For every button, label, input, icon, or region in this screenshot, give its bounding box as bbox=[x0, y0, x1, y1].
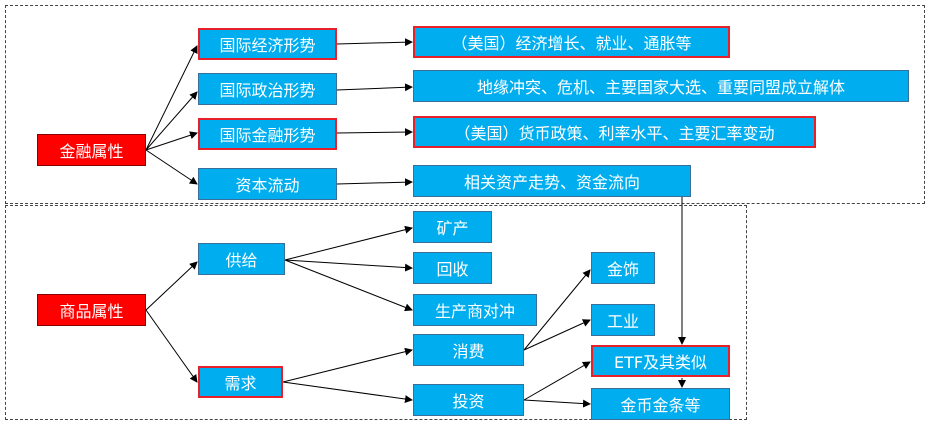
demand-item-consumption: 消费 bbox=[413, 334, 524, 366]
end-item-gold-coins-bars: 金币金条等 bbox=[591, 388, 730, 420]
supply-item-mineral: 矿产 bbox=[413, 211, 492, 243]
arrow-root-to-supply bbox=[145, 261, 198, 311]
arrow-root-to-demand bbox=[145, 309, 198, 383]
financial-attribute-root: 金融属性 bbox=[37, 134, 146, 166]
detail-finance: （美国）货币政策、利率水平、主要汇率变动 bbox=[413, 116, 816, 148]
financial-attribute-panel bbox=[5, 5, 925, 204]
arrow-finance-detail bbox=[336, 128, 413, 137]
arrow-economy-detail bbox=[336, 38, 413, 47]
demand-item-investment: 投资 bbox=[413, 384, 524, 416]
factor-international-finance: 国际金融形势 bbox=[198, 118, 337, 150]
arrow-demand-to-investment bbox=[282, 381, 413, 403]
arrow-supply-to-mineral bbox=[284, 225, 413, 261]
arrow-politics-detail bbox=[336, 83, 413, 92]
commodity-attribute-panel bbox=[5, 205, 747, 420]
arrow-root-to-capital bbox=[145, 149, 198, 185]
arrow-root-to-economy bbox=[145, 45, 198, 151]
arrow-investment-to-coins bbox=[523, 399, 591, 408]
end-item-jewelry: 金饰 bbox=[591, 252, 655, 284]
demand-node: 需求 bbox=[198, 366, 283, 398]
arrow-root-to-politics bbox=[145, 91, 198, 151]
detail-capital-flow: 相关资产走势、资金流向 bbox=[413, 165, 691, 197]
arrow-supply-to-hedge bbox=[284, 259, 413, 312]
arrow-capital-detail bbox=[336, 178, 413, 187]
end-item-etf: ETF及其类似 bbox=[591, 345, 730, 377]
factor-international-economy: 国际经济形势 bbox=[198, 28, 337, 60]
arrow-supply-to-recycle bbox=[284, 259, 413, 272]
factor-international-politics: 国际政治形势 bbox=[198, 73, 337, 105]
detail-economy: （美国）经济增长、就业、通胀等 bbox=[413, 26, 730, 58]
arrow-root-to-finance bbox=[145, 131, 198, 151]
commodity-attribute-root: 商品属性 bbox=[37, 294, 146, 326]
supply-item-recycle: 回收 bbox=[413, 252, 492, 284]
detail-politics: 地缘冲突、危机、主要国家大选、重要同盟成立解体 bbox=[413, 70, 909, 102]
arrow-consumption-to-industry bbox=[523, 319, 591, 351]
supply-item-producer-hedge: 生产商对冲 bbox=[413, 294, 537, 326]
arrow-demand-to-consumption bbox=[282, 347, 413, 383]
factor-capital-flow: 资本流动 bbox=[198, 168, 337, 200]
supply-node: 供给 bbox=[198, 243, 285, 275]
arrow-investment-to-etf bbox=[523, 361, 591, 401]
arrow-consumption-to-jewelry bbox=[523, 269, 591, 351]
end-item-industry: 工业 bbox=[591, 304, 655, 336]
